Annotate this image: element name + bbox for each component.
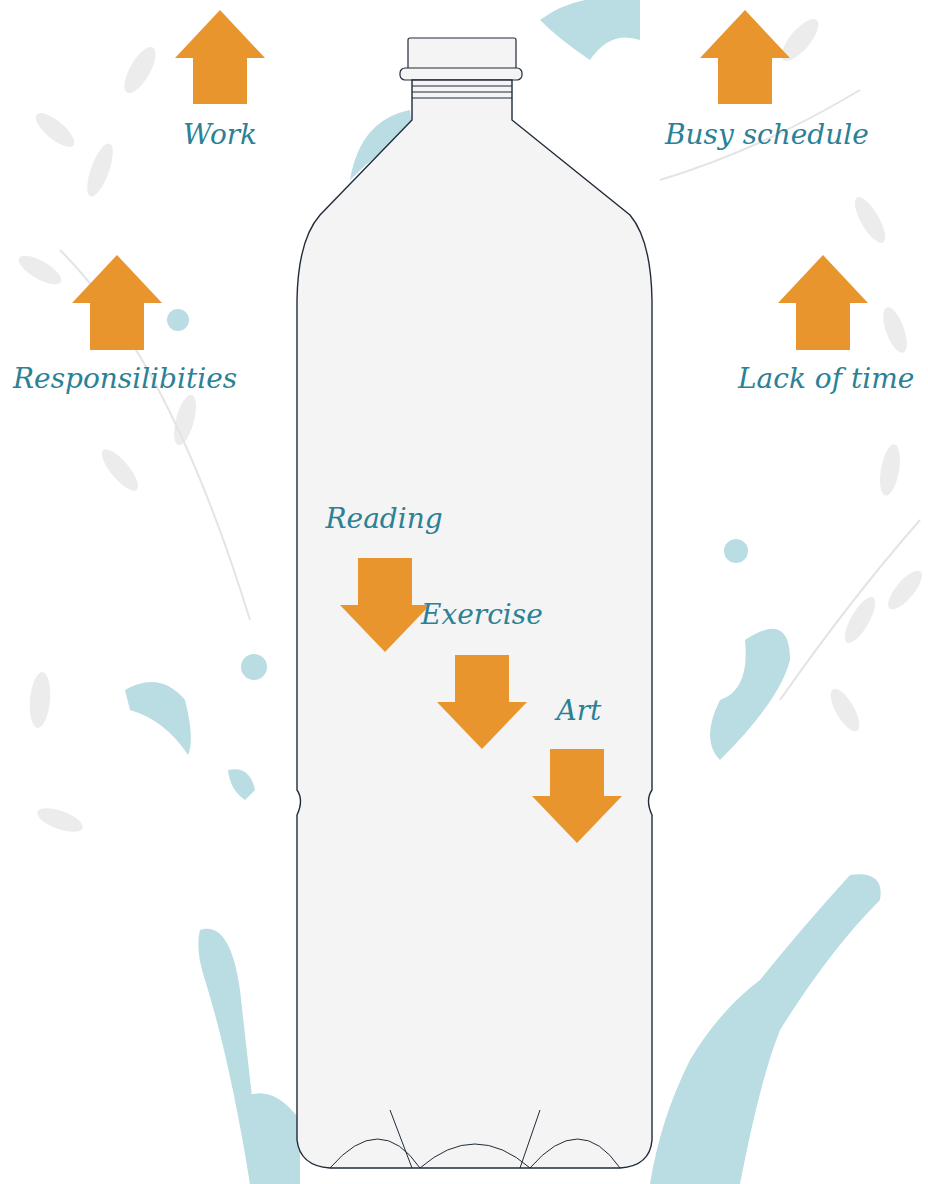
rising-arrow bbox=[72, 10, 868, 350]
pressure-label: Work bbox=[183, 118, 257, 152]
pressure-label: Lack of time bbox=[738, 362, 914, 396]
water-splash bbox=[125, 0, 881, 1184]
plastic-bottle bbox=[297, 38, 652, 1168]
pressure-label: Responsilibities bbox=[13, 362, 237, 396]
activity-label: Art bbox=[557, 694, 602, 728]
pressure-label: Busy schedule bbox=[665, 118, 869, 152]
falling-arrow bbox=[340, 558, 622, 843]
activity-label: Exercise bbox=[421, 598, 543, 632]
activity-label: Reading bbox=[326, 502, 443, 536]
